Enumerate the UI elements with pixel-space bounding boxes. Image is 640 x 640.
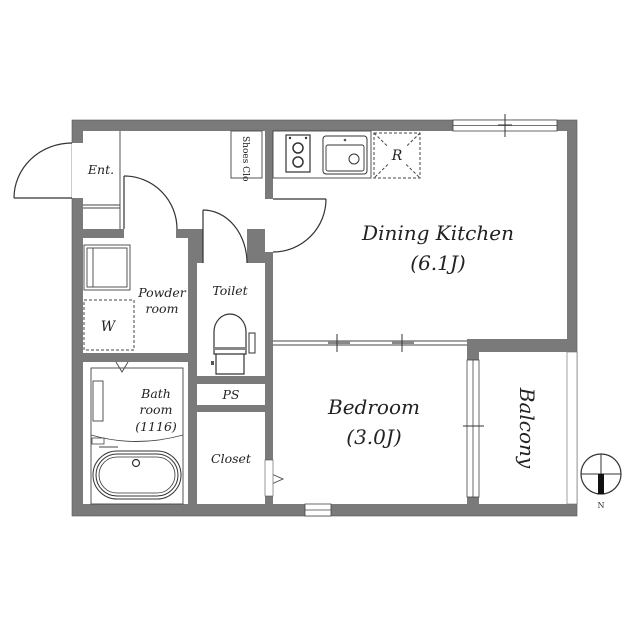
washer-label: W xyxy=(101,319,117,335)
powder-room-label-line2: room xyxy=(146,301,179,316)
toilet-label: Toilet xyxy=(212,283,248,298)
kitchen-counter xyxy=(272,130,372,179)
bathroom-label-line2: room xyxy=(140,402,173,417)
bathroom-label-line3: (1116) xyxy=(135,419,177,434)
bathtub-icon xyxy=(92,450,182,500)
shoes-closet: Shoes Clo xyxy=(230,130,263,181)
entrance-fixtures xyxy=(83,131,121,229)
refrigerator-label: R xyxy=(391,148,403,164)
sliding-door-dk-bedroom[interactable] xyxy=(273,334,467,352)
dining-kitchen-label: Dining Kitchen xyxy=(361,221,514,245)
powder-room-fixtures: W xyxy=(83,244,135,351)
sink-icon xyxy=(322,135,368,175)
powder-room-label-line1: Powder xyxy=(137,285,187,300)
toilet-fixture-icon xyxy=(211,313,256,375)
balcony-label: Balcony xyxy=(515,387,539,469)
bathroom-fixtures xyxy=(90,367,184,505)
sliding-door-bedroom-balcony[interactable] xyxy=(463,359,484,498)
compass-icon: N xyxy=(580,453,622,510)
pipe-space-label: PS xyxy=(222,387,240,402)
refrigerator-space: R xyxy=(373,132,421,179)
entrance-door[interactable] xyxy=(13,142,73,199)
stove-icon xyxy=(285,134,311,173)
closet-label: Closet xyxy=(211,451,252,466)
bath-door-marker xyxy=(115,361,129,373)
kitchen-door[interactable] xyxy=(272,198,327,253)
toilet-door[interactable] xyxy=(202,209,248,264)
bathroom-label-line1: Bath xyxy=(140,386,171,401)
dining-kitchen-area: (6.1J) xyxy=(410,251,465,275)
bedroom-area: (3.0J) xyxy=(346,425,401,449)
bedroom-label: Bedroom xyxy=(327,395,420,419)
entrance-label: Ent. xyxy=(87,162,114,177)
doors xyxy=(13,142,327,497)
room-labels: Ent. Dining Kitchen (6.1J) Powder room T… xyxy=(87,162,539,469)
powder-room-door[interactable] xyxy=(123,175,178,230)
shoes-closet-label: Shoes Clo xyxy=(240,136,250,181)
compass-north-label: N xyxy=(598,501,605,510)
windows xyxy=(72,114,578,517)
